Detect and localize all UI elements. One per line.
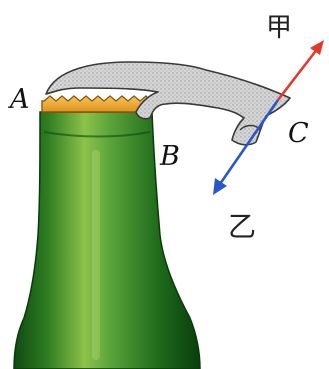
- bottle-cap: [41, 95, 151, 113]
- opener-lever: [45, 61, 291, 146]
- point-a-label: A: [7, 84, 30, 115]
- point-c-label: C: [288, 118, 309, 149]
- force-up-label: 甲: [266, 13, 292, 43]
- force-down-label: 乙: [228, 210, 256, 243]
- bottle: [13, 111, 201, 369]
- force-arrow-up: [276, 40, 324, 101]
- bottle-highlight: [92, 150, 100, 360]
- point-b-label: B: [159, 141, 180, 172]
- force-arrow-down: [213, 99, 280, 195]
- bottle-body: [13, 111, 201, 369]
- bottle-neck-ring: [43, 131, 151, 138]
